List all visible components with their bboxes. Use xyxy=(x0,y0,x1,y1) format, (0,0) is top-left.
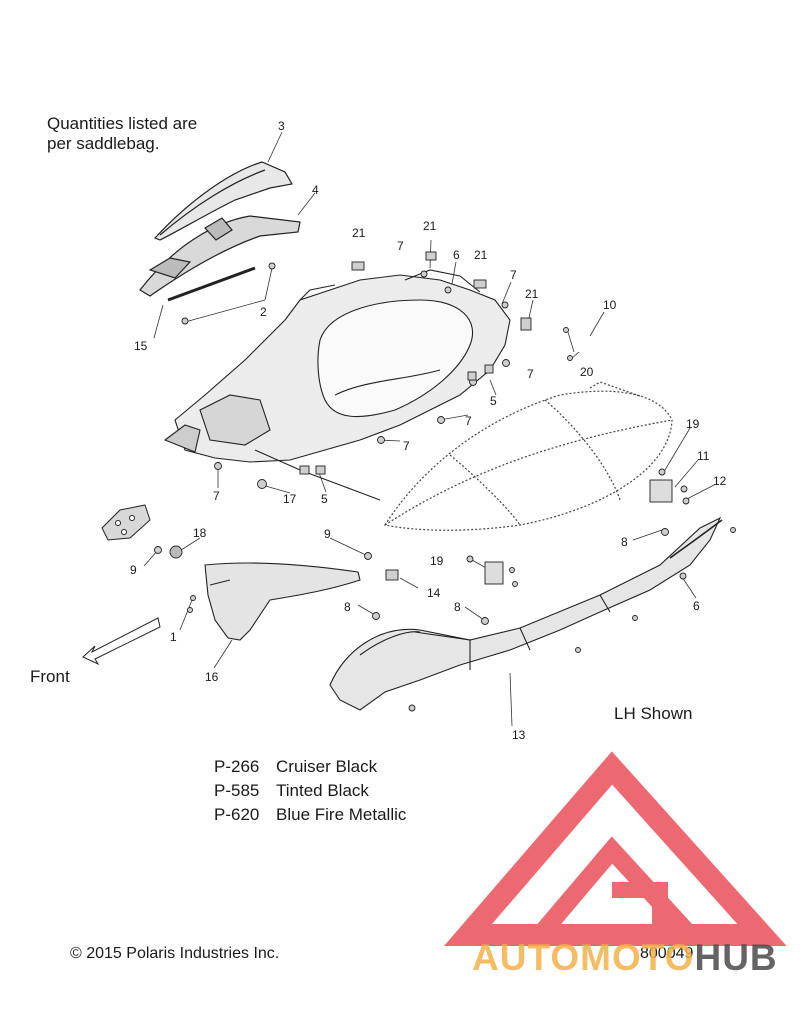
front-panel xyxy=(204,562,361,641)
callout-7f: 7 xyxy=(213,489,220,503)
callout-16: 16 xyxy=(205,670,219,684)
hardware-parts xyxy=(154,251,736,712)
callout-21d: 21 xyxy=(525,287,539,301)
callout-1: 1 xyxy=(170,630,177,644)
quantity-note-line-2: per saddlebag. xyxy=(47,134,160,153)
callout-5a: 5 xyxy=(490,394,497,408)
color-code: P-620 xyxy=(214,805,260,824)
color-name: Cruiser Black xyxy=(276,757,378,776)
callout-9b: 9 xyxy=(130,563,137,577)
automotohub-watermark: AUTOMOTOHUB xyxy=(472,937,778,979)
callout-14: 14 xyxy=(427,586,441,600)
callout-6a: 6 xyxy=(453,248,460,262)
callout-20: 20 xyxy=(580,365,594,379)
callout-19b: 19 xyxy=(430,554,444,568)
color-row: P-266 Cruiser Black xyxy=(214,755,406,779)
quantity-note-line-1: Quantities listed are xyxy=(47,114,198,133)
callout-4: 4 xyxy=(312,183,319,197)
callout-7b: 7 xyxy=(510,268,517,282)
color-name: Blue Fire Metallic xyxy=(276,805,407,824)
callout-7a: 7 xyxy=(397,239,404,253)
callout-7c: 7 xyxy=(527,367,534,381)
front-direction-arrow xyxy=(82,617,161,666)
callout-13: 13 xyxy=(512,728,526,742)
color-code-list: P-266 Cruiser Black P-585 Tinted Black P-6… xyxy=(214,755,406,827)
callout-18: 18 xyxy=(193,526,207,540)
automotohub-logo-mark xyxy=(443,751,787,946)
callout-7d: 7 xyxy=(465,414,472,428)
lid-phantom-outline xyxy=(384,381,673,531)
callout-5b: 5 xyxy=(321,492,328,506)
callout-6b: 6 xyxy=(693,599,700,613)
color-code: P-585 xyxy=(214,781,260,800)
callout-numbers: 3 4 2 15 21 21 21 21 7 6 7 10 20 7 5 7 7… xyxy=(130,119,727,742)
color-row: P-585 Tinted Black xyxy=(214,779,406,803)
watermark-part-2: HUB xyxy=(694,937,778,978)
callout-8b: 8 xyxy=(344,600,351,614)
color-row: P-620 Blue Fire Metallic xyxy=(214,803,406,827)
lower-trim-assembly xyxy=(329,516,723,711)
view-label: LH Shown xyxy=(614,704,693,723)
callout-10: 10 xyxy=(603,298,617,312)
callout-2: 2 xyxy=(260,305,267,319)
callout-21b: 21 xyxy=(423,219,437,233)
callout-19a: 19 xyxy=(686,417,700,431)
callout-8c: 8 xyxy=(454,600,461,614)
color-name: Tinted Black xyxy=(276,781,369,800)
quantity-note: Quantities listed are per saddlebag. xyxy=(47,114,197,154)
leader-lines xyxy=(143,131,715,727)
mounting-bracket xyxy=(101,504,151,541)
callout-7e: 7 xyxy=(403,439,410,453)
callout-9a: 9 xyxy=(324,527,331,541)
callout-12: 12 xyxy=(713,474,727,488)
callout-21c: 21 xyxy=(474,248,488,262)
copyright-notice: © 2015 Polaris Industries Inc. xyxy=(70,945,280,962)
callout-21a: 21 xyxy=(352,226,366,240)
callout-15: 15 xyxy=(134,339,148,353)
color-code: P-266 xyxy=(214,757,260,776)
callout-17: 17 xyxy=(283,492,297,506)
lid-trim-assembly xyxy=(139,161,301,302)
callout-3: 3 xyxy=(278,119,285,133)
front-label: Front xyxy=(30,667,70,686)
watermark-part-1: AUTOMOTO xyxy=(472,937,695,978)
callout-8a: 8 xyxy=(621,535,628,549)
saddlebag-body xyxy=(163,269,511,501)
callout-11: 11 xyxy=(697,449,710,463)
figure-number: 800049 xyxy=(640,945,694,962)
